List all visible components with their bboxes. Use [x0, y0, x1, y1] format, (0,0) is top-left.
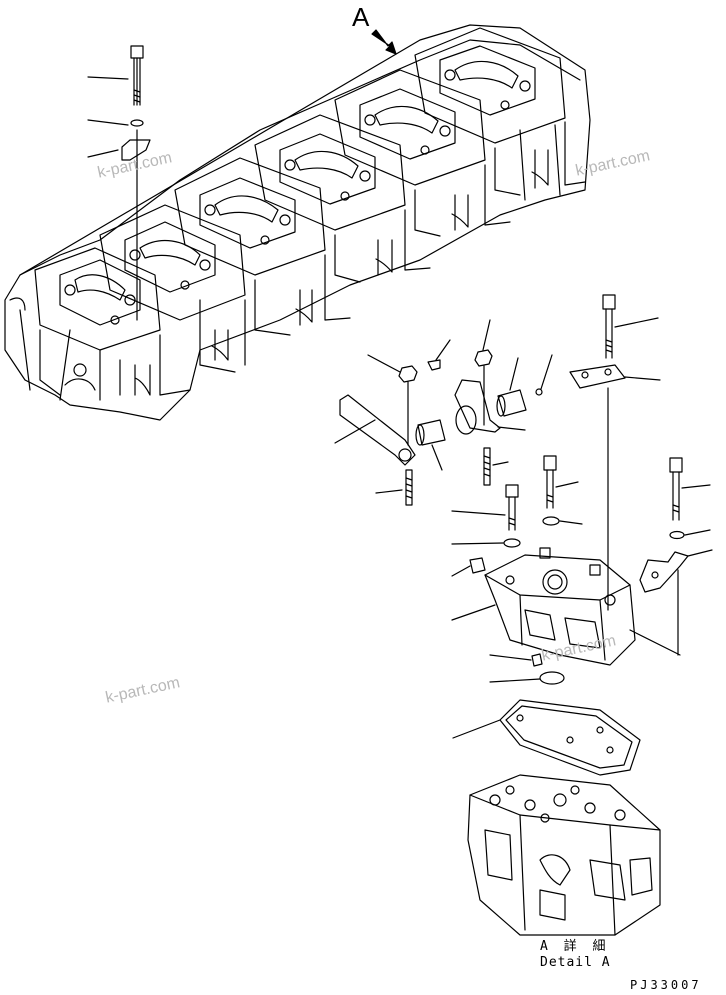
head-section-6 — [414, 27, 586, 196]
shaft-bolt — [602, 294, 659, 359]
nut-left — [367, 354, 418, 446]
detail-label-en: Detail A — [540, 955, 611, 970]
nut-right — [474, 319, 493, 426]
mounting-bracket — [639, 549, 713, 656]
left-callouts — [87, 45, 151, 321]
adjust-screw-left — [375, 469, 413, 506]
small-pin — [427, 339, 451, 371]
rocker-bushing-left — [415, 419, 446, 471]
bolt-left — [451, 484, 519, 531]
rocker-shaft — [569, 364, 661, 611]
bolt-right — [669, 457, 711, 521]
view-arrow — [371, 29, 397, 55]
washer-right — [669, 529, 711, 540]
cylinder-head-detail — [467, 774, 661, 936]
head-section-3 — [174, 157, 351, 336]
detail-label-jp: A 詳 細 — [540, 939, 610, 954]
rocker-arm-left — [334, 394, 416, 466]
adjust-screw-right — [483, 447, 509, 486]
cylinder-head-assembly — [4, 24, 591, 421]
rocker-bushing-right — [496, 357, 527, 417]
drawing-code: PJ33007 — [630, 978, 702, 992]
washer-center — [542, 516, 583, 526]
head-section-4 — [254, 114, 431, 283]
head-section-5 — [334, 69, 511, 237]
plug — [451, 557, 486, 577]
washer-left — [451, 538, 521, 548]
view-label: A — [352, 2, 370, 32]
small-ball — [535, 354, 553, 396]
gasket — [452, 699, 641, 776]
oring-small — [489, 653, 543, 667]
head-section-1 — [34, 247, 191, 401]
seal-disc — [489, 671, 565, 685]
rocker-housing — [451, 547, 681, 666]
bolt-center — [543, 455, 579, 509]
head-section-2 — [99, 204, 246, 373]
rocker-arm-right — [454, 379, 526, 435]
